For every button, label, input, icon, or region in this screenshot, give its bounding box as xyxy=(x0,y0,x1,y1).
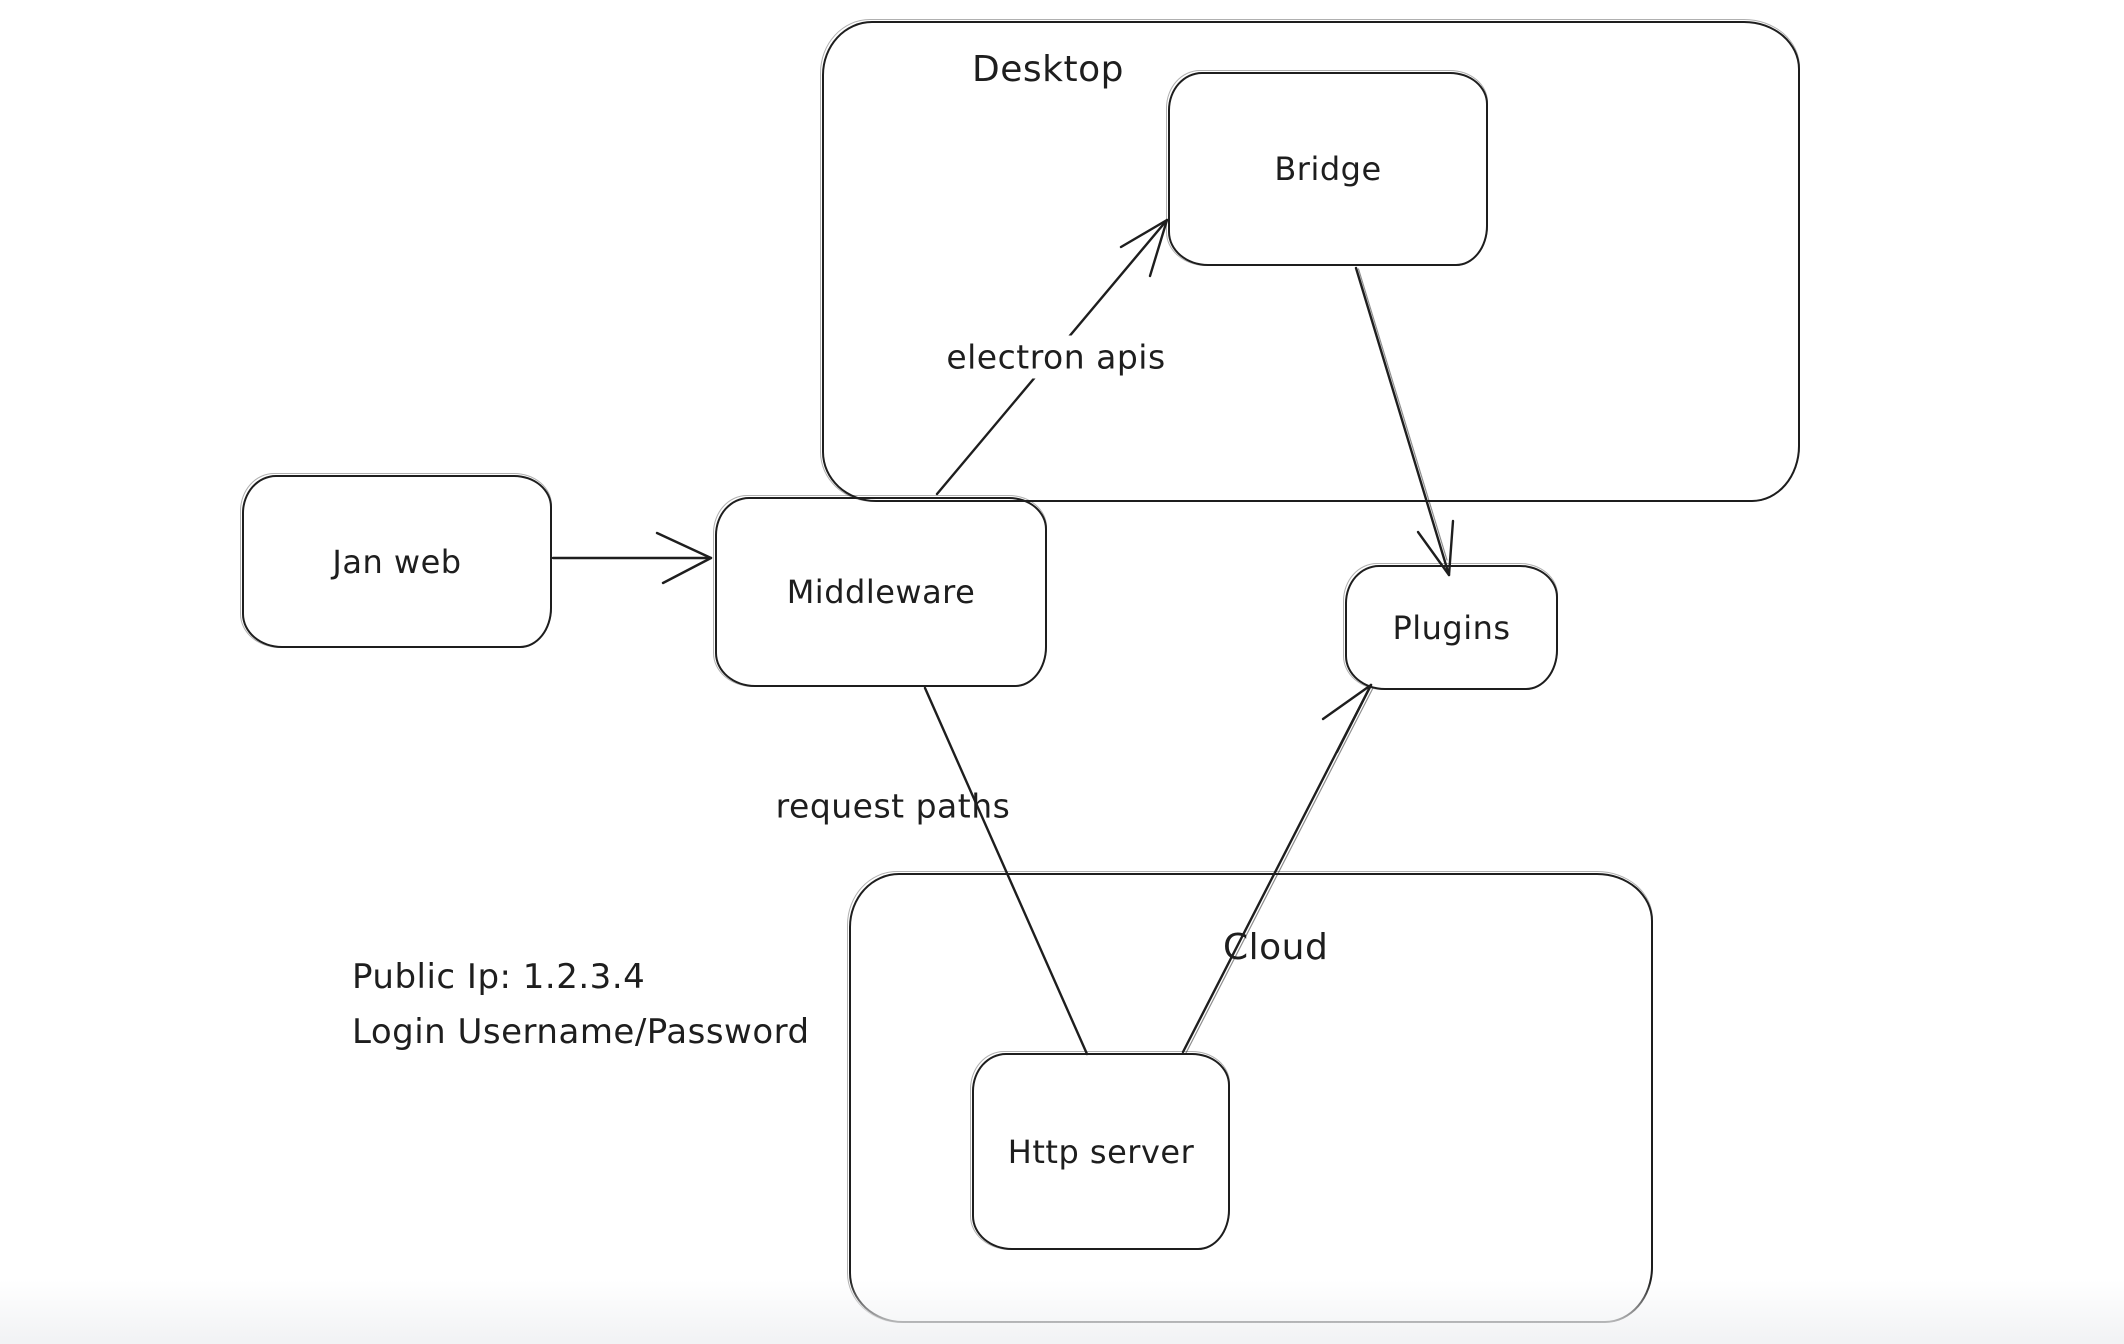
container-cloud-label: Cloud xyxy=(1223,927,1329,968)
edge-httpserver-to-plugins[interactable] xyxy=(1181,683,1374,1054)
container-desktop-label: Desktop xyxy=(972,49,1124,90)
node-bridge[interactable]: Bridge xyxy=(1166,70,1488,266)
edge-janweb-to-middleware[interactable] xyxy=(551,531,713,585)
note-login: Login Username/Password xyxy=(352,1012,810,1052)
arrowhead-at-plugins-top xyxy=(1416,519,1455,577)
arrowhead-at-bridge xyxy=(1119,218,1169,278)
node-jan-web-label: Jan web xyxy=(332,542,462,581)
edge-label-electron-apis[interactable]: electron apis xyxy=(936,335,1176,379)
node-middleware-label: Middleware xyxy=(786,573,976,611)
edge-label-request-paths[interactable]: request paths xyxy=(775,786,1011,826)
edge-middleware-to-httpserver-line xyxy=(923,686,1089,1056)
note-public-ip: Public Ip: 1.2.3.4 xyxy=(352,957,646,997)
node-plugins-label: Plugins xyxy=(1392,608,1511,647)
edge-bridge-to-plugins-second-pass xyxy=(1357,268,1448,561)
note-credentials[interactable]: Public Ip: 1.2.3.4 Login Username/Passwo… xyxy=(352,950,810,1060)
node-http-server[interactable]: Http server xyxy=(970,1051,1230,1250)
edge-bridge-to-plugins[interactable] xyxy=(1354,266,1455,577)
edge-httpserver-to-plugins-second-pass xyxy=(1185,687,1374,1054)
arrowhead-at-middleware xyxy=(655,531,713,585)
node-bridge-label: Bridge xyxy=(1274,150,1382,188)
container-cloud[interactable]: Cloud xyxy=(847,871,1653,1323)
node-plugins[interactable]: Plugins xyxy=(1343,563,1558,690)
edge-middleware-to-httpserver[interactable] xyxy=(923,686,1089,1056)
node-middleware[interactable]: Middleware xyxy=(713,495,1047,687)
node-jan-web[interactable]: Jan web xyxy=(240,473,552,648)
edge-bridge-to-plugins-line xyxy=(1354,266,1451,577)
arrowhead-at-plugins-bottom xyxy=(1321,683,1373,754)
node-http-server-label: Http server xyxy=(1007,1132,1195,1171)
container-desktop[interactable]: Desktop xyxy=(820,19,1800,502)
